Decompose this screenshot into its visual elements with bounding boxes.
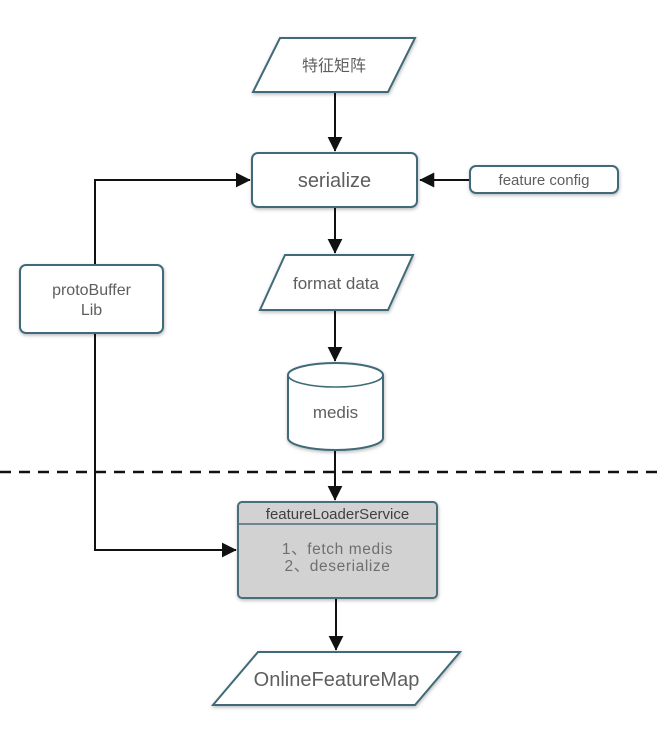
protobuffer-lib-shape — [19, 264, 164, 334]
edges-layer — [0, 92, 662, 651]
edge-protobuffer-to-feature-loader-service — [94, 333, 237, 558]
feature-loader-service-step-1: 1、fetch medis — [282, 541, 393, 558]
feature-loader-service-node: featureLoaderService 1、fetch medis 2、des… — [237, 501, 438, 599]
feature-loader-service-title: featureLoaderService — [266, 506, 409, 523]
medis-cylinder-top-curve — [287, 374, 384, 388]
protobuffer-lib-label-line2: Lib — [81, 302, 102, 319]
serialize-shape — [251, 152, 418, 208]
feature-matrix-shape — [251, 37, 417, 93]
medis-label: medis — [313, 403, 358, 422]
online-feature-map-node: OnlineFeatureMap — [210, 651, 463, 706]
protobuffer-lib-node: protoBuffer Lib — [19, 264, 164, 334]
edge-protobuffer-to-serialize — [94, 172, 251, 265]
format-data-shape — [258, 254, 415, 311]
feature-loader-service-shape — [237, 501, 438, 599]
feature-matrix-label: 特征矩阵 — [302, 57, 366, 75]
serialize-label: serialize — [298, 170, 371, 192]
online-feature-map-shape — [210, 651, 463, 706]
medis-node: medis — [287, 362, 384, 451]
online-feature-map-label: OnlineFeatureMap — [254, 669, 420, 691]
serialize-node: serialize — [251, 152, 418, 208]
feature-config-shape — [469, 165, 619, 194]
feature-config-label: feature config — [499, 172, 590, 189]
feature-config-node: feature config — [469, 165, 619, 194]
format-data-node: format data — [258, 254, 415, 311]
format-data-label: format data — [293, 274, 380, 293]
protobuffer-lib-label-line1: protoBuffer — [52, 282, 132, 299]
feature-loader-service-step-2: 2、deserialize — [284, 558, 390, 575]
feature-matrix-node: 特征矩阵 — [251, 37, 417, 93]
